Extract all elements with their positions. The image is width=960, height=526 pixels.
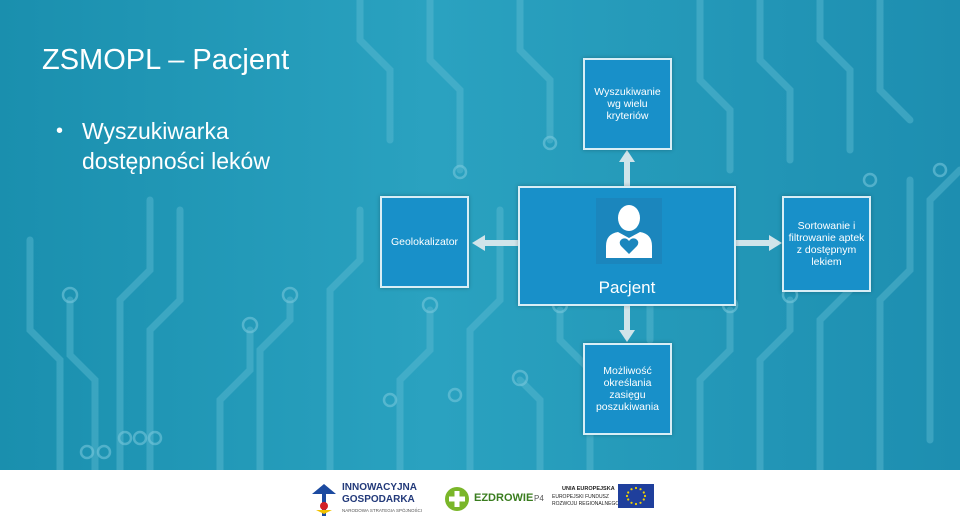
ue-line3: ROZWOJU REGIONALNEGO [552,501,620,507]
logo-innowacyjna-gospodarka: INNOWACYJNA GOSPODARKA NARODOWA STRATEGI… [312,482,432,522]
node-patient-label: Pacjent [598,278,656,297]
ue-line2: EUROPEJSKI FUNDUSZ [552,494,609,500]
bullet-list: • Wyszukiwarka dostępności leków [56,116,342,176]
logo-ezdrowie: EZDROWIE P4 [444,484,544,518]
bullet-item: Wyszukiwarka dostępności leków [82,118,270,174]
node-search-range: Możliwość określania zasięgu poszukiwani… [583,343,672,435]
ezdrowie-suffix: P4 [534,494,544,503]
ezdrowie-cross-icon [445,487,469,511]
node-patient: Pacjent [518,186,736,306]
arrows [472,150,782,342]
node-search-criteria: Wyszukiwanie wg wielu kryteriów [583,58,672,150]
slide: ZSMOPL – Pacjent • Wyszukiwarka dostępno… [0,0,960,470]
ig-line1: INNOWACYJNA [342,482,418,493]
ue-line1: UNIA EUROPEJSKA [562,486,615,492]
ig-line3: NARODOWA STRATEGIA SPÓJNOŚCI [342,508,423,513]
node-search-range-label: Możliwość określania zasięgu poszukiwani… [595,365,660,413]
footer-logos: INNOWACYJNA GOSPODARKA NARODOWA STRATEGI… [0,470,960,526]
ig-line2: GOSPODARKA [342,494,415,505]
logo-unia-europejska: UNIA EUROPEJSKA EUROPEJSKI FUNDUSZ ROZWO… [552,484,662,516]
bullet-dot: • [56,120,64,142]
slide-title: ZSMOPL – Pacjent [42,44,290,76]
ezdrowie-text: EZDROWIE [474,492,534,504]
node-search-criteria-label: Wyszukiwanie wg wielu kryteriów [594,86,661,122]
patient-icon [596,198,662,264]
node-sort-filter: Sortowanie i filtrowanie aptek z dostępn… [782,196,871,292]
node-sort-filter-label: Sortowanie i filtrowanie aptek z dostępn… [788,220,865,268]
node-geolocator-label: Geolokalizator [390,236,459,248]
node-geolocator: Geolokalizator [380,196,469,288]
ig-logo-icon [312,484,336,516]
eu-flag-icon [618,484,654,508]
